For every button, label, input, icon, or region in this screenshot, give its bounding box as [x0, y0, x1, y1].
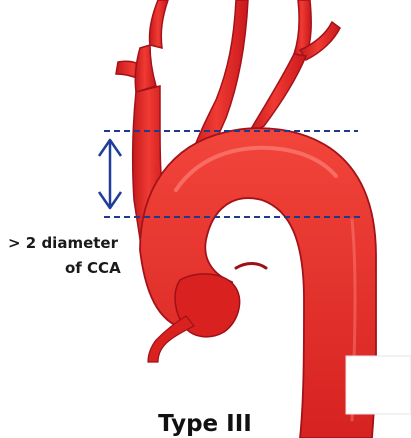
- diameter-label-line2: of CCA: [65, 259, 121, 277]
- right-vessel-branch: [248, 0, 340, 134]
- measurement-arrow: [99, 140, 121, 208]
- corner-box: [346, 356, 411, 414]
- diameter-label-line1: > 2 diameter: [8, 234, 119, 252]
- diagram-title: Type III: [158, 411, 252, 437]
- left-vessel-branch: [116, 0, 168, 92]
- aortic-arch: [140, 128, 376, 438]
